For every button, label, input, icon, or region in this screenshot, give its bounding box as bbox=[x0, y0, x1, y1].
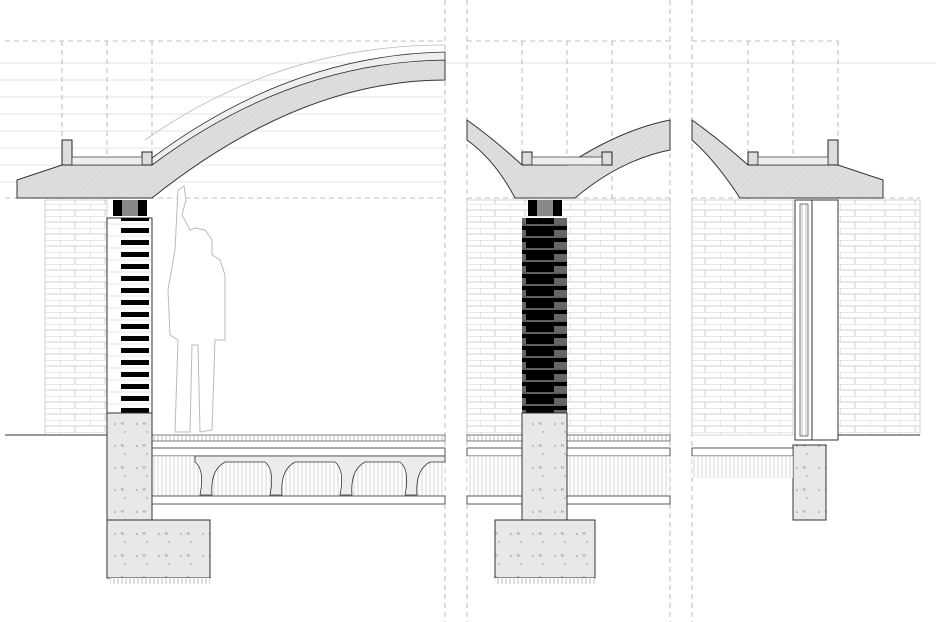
floor-finish bbox=[151, 434, 446, 442]
floor-slab-top bbox=[151, 447, 446, 457]
panel-vault-end-window bbox=[691, 119, 921, 521]
parapet-right bbox=[601, 151, 613, 166]
floor-finish bbox=[466, 434, 671, 442]
footing bbox=[106, 519, 211, 579]
footing-base bbox=[495, 578, 595, 584]
brick-pier bbox=[106, 217, 153, 414]
roof-slab-vaults bbox=[466, 119, 671, 199]
floor-vault-beams bbox=[194, 455, 446, 496]
floor-void bbox=[467, 456, 670, 496]
floor-slab-top bbox=[466, 447, 671, 457]
foundation-wall bbox=[106, 412, 153, 521]
roof-insulation bbox=[531, 156, 603, 166]
human-figure bbox=[167, 185, 226, 433]
panel-vault-intermediate bbox=[466, 119, 671, 584]
brick-wall-left bbox=[691, 199, 794, 436]
parapet-right bbox=[141, 151, 153, 166]
roof-insulation bbox=[757, 156, 829, 166]
vault-insulation-layer bbox=[151, 51, 446, 166]
roof-slab-vault bbox=[16, 59, 446, 199]
parapet-right bbox=[827, 139, 839, 166]
footing-base bbox=[110, 578, 210, 584]
parapet-left bbox=[521, 151, 533, 166]
brick-pier bbox=[522, 218, 567, 413]
foundation-wall bbox=[792, 444, 827, 521]
brick-wall bbox=[466, 199, 671, 436]
foundation-wall bbox=[521, 412, 568, 521]
panel-vault-edge bbox=[5, 44, 446, 584]
floor-void bbox=[692, 456, 793, 478]
vault-outer-line bbox=[144, 44, 446, 141]
footing bbox=[494, 519, 596, 579]
roof-slab-vault bbox=[691, 119, 884, 199]
floor-slab-bottom bbox=[151, 495, 446, 505]
window-glazing bbox=[799, 203, 809, 437]
brick-wall-right bbox=[837, 199, 921, 436]
parapet-left bbox=[747, 151, 759, 166]
parapet-left bbox=[61, 139, 73, 166]
floor-slab-bottom bbox=[466, 495, 671, 505]
floor-slab bbox=[691, 447, 794, 457]
brick-wall bbox=[44, 199, 108, 436]
roof-insulation bbox=[71, 156, 143, 166]
